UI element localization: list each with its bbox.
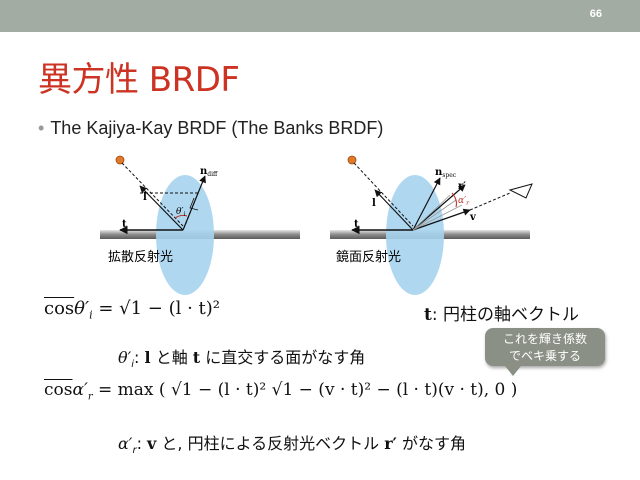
l-vector <box>374 189 414 231</box>
label-r: r′ <box>458 181 466 192</box>
slide-title: 異方性 BRDF <box>38 60 240 100</box>
view-ray <box>469 192 511 211</box>
label-theta: θ′i <box>176 207 185 218</box>
label-n-spec: nspec <box>435 167 457 179</box>
label-v: v <box>469 212 477 223</box>
label-n-diff: ndiff <box>200 166 218 178</box>
light-ray <box>353 162 414 227</box>
t-definition: t: 円柱の軸ベクトル <box>424 305 579 325</box>
theta-definition: θ′i: l と軸 t に直交する面がなす角 <box>118 348 366 371</box>
callout-note: これを輝き係数 でベキ乗する <box>485 328 605 376</box>
bullet-item: •The Kajiya-Kay BRDF (The Banks BRDF) <box>38 118 383 139</box>
bullet-dot-icon: • <box>38 118 45 138</box>
title-bar: 66 <box>0 0 640 32</box>
alpha-definition: α′r: v と, 円柱による反射光ベクトル r′ がなす角 <box>118 434 466 457</box>
theta-arc <box>174 214 188 219</box>
page-number: 66 <box>589 8 602 20</box>
cross-section-disk <box>156 175 214 295</box>
alpha-arc <box>451 192 457 208</box>
right-angle-mark <box>189 197 199 211</box>
label-t: t <box>354 219 359 230</box>
specular-diagram: l nspec r′ α′r v t 鏡面反射光 <box>330 155 533 295</box>
equation-1: cosθ′i = √1 − (l · t)² <box>44 298 221 322</box>
label-l: l <box>143 192 147 203</box>
bullet-text: The Kajiya-Kay BRDF (The Banks BRDF) <box>50 118 384 138</box>
diffuse-diagram: l ndiff θ′i t 拡散反射光 <box>100 155 300 295</box>
label-l: l <box>372 198 376 209</box>
equation-2: cosα′r = max ( √1 − (l · t)² √1 − (v · t… <box>44 380 518 403</box>
label-t: t <box>122 219 127 230</box>
cross-section-disk <box>386 175 444 295</box>
eye-icon <box>508 183 533 199</box>
caption-diffuse: 拡散反射光 <box>108 249 173 265</box>
light-source-icon <box>347 155 357 165</box>
light-source-icon <box>115 155 125 165</box>
diagram-area: l ndiff θ′i t 拡散反射光 l nspec r′ α′r v t 鏡… <box>100 155 533 295</box>
v-vector <box>412 208 471 231</box>
r-vector <box>412 184 466 231</box>
caption-specular: 鏡面反射光 <box>336 249 401 265</box>
label-alpha: α′r <box>458 196 470 207</box>
n-spec-vector <box>412 177 441 231</box>
